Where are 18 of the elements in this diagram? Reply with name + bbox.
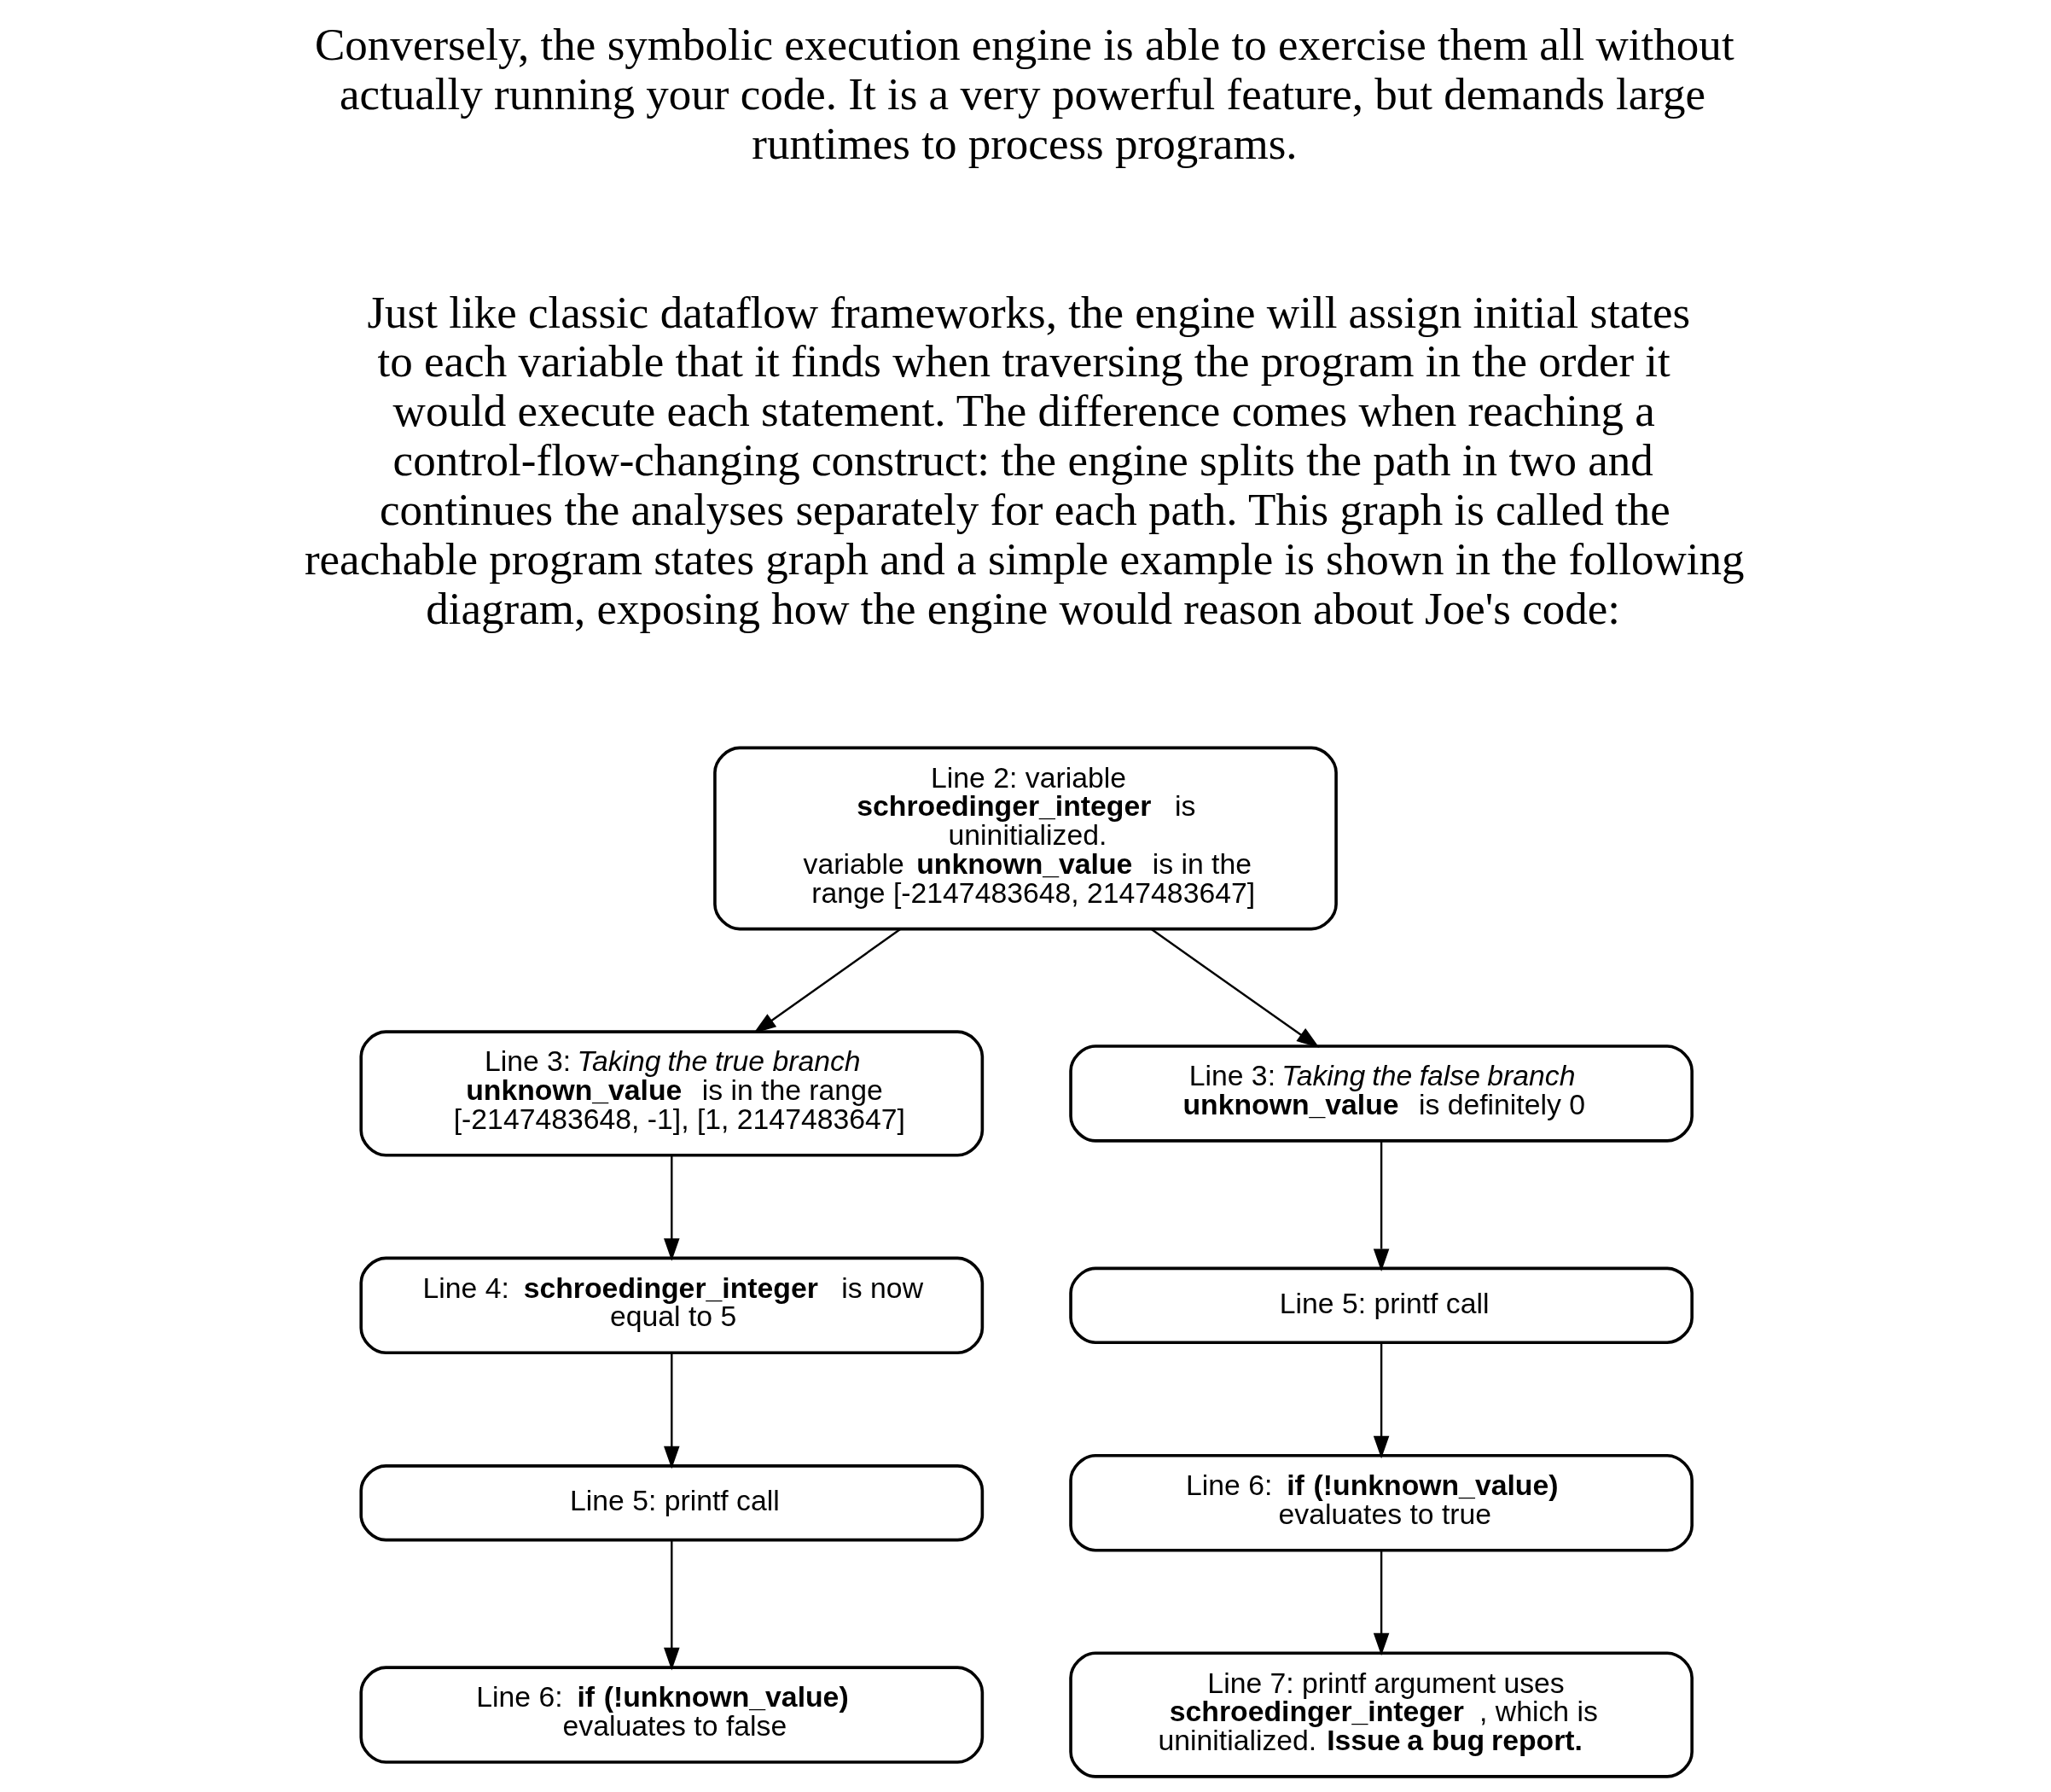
arrow <box>1373 1342 1390 1459</box>
arrow <box>1150 928 1320 1048</box>
node-box: Line 7: printf argument uses schroedinger_integer, which is uninitialized. Issue a bug report. <box>1069 1651 1694 1778</box>
arrow <box>664 1539 680 1671</box>
node-box: Line 3: Taking the false branch unknown_value is definitely 0 <box>1069 1044 1694 1143</box>
node-box: Line 5: printf call <box>1069 1266 1694 1344</box>
node-box: Line 6: if (!unknown_value) evaluates to false <box>359 1666 985 1764</box>
node-box: Line 3: Taking the true branch unknown_value is in the range [-2147483648, -1], [1, 2147483647] <box>359 1030 985 1157</box>
arrow <box>1373 1141 1390 1271</box>
node-box: Line 2: variable schroedinger_integer is uninitialized. variable unknown_value is in the range [-2147483648, 2147483647] <box>713 746 1338 931</box>
node-box: Line 4: schroedinger_integer is now equal to 5 <box>359 1256 985 1355</box>
label: Conversely, the symbolic execution engine is able to exercise them all without actually running your code. It is a very powerful feature, but demands large runtimes to process programs. <box>314 20 1734 168</box>
arrow <box>1373 1551 1390 1656</box>
arrow <box>664 1155 680 1261</box>
arrow <box>664 1353 680 1469</box>
node-box: Line 6: if (!unknown_value) evaluates to true <box>1069 1454 1694 1552</box>
node-box: Line 5: printf call <box>359 1464 985 1542</box>
label: Just like classic dataflow frameworks, the engine will assign initial states to each variable that it finds when traversing the program in the order it would execute each statement. The difference comes when reaching a control-flow-changing construct: the engine splits the path in two and continues the analyses separately for each path. This graph is called the reachable program states graph and a simple example is shown in the following diagram, exposing how the engine would reason about Joe's code: <box>304 287 1745 633</box>
